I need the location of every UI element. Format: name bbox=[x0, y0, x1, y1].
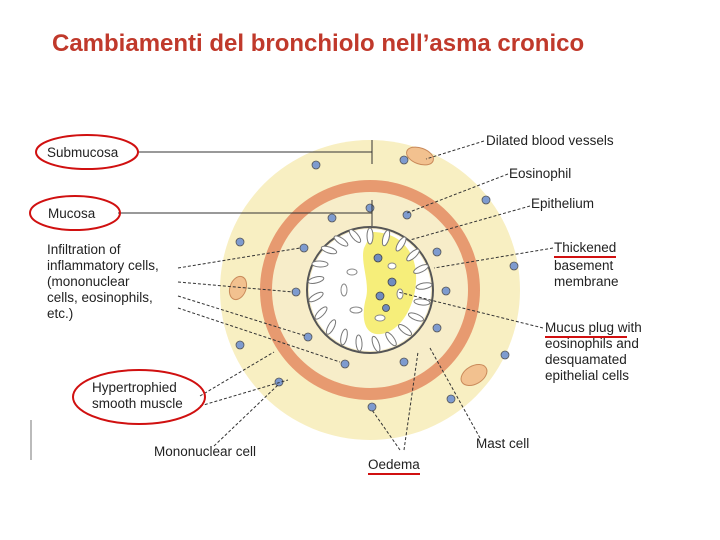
label-mucus-1: Mucus plug with bbox=[545, 320, 642, 336]
left-edge-bar bbox=[30, 420, 32, 460]
label-mucus-3: desquamated bbox=[545, 352, 627, 368]
label-mucus-2: eosinophils and bbox=[545, 336, 639, 352]
label-eosinophil: Eosinophil bbox=[509, 166, 571, 182]
label-oedema: Oedema bbox=[368, 457, 420, 475]
label-hypertrophied-1: Hypertrophied bbox=[92, 380, 177, 396]
label-infiltration-2: inflammatory cells, bbox=[47, 258, 159, 274]
mucus-plug-underline bbox=[545, 336, 627, 338]
label-thickened-2: basement bbox=[554, 258, 613, 274]
label-epithelium: Epithelium bbox=[531, 196, 594, 212]
label-mast-cell: Mast cell bbox=[476, 436, 529, 452]
label-mucosa: Mucosa bbox=[48, 206, 95, 222]
label-thickened-1: Thickened bbox=[554, 240, 616, 258]
label-infiltration-3: (mononuclear bbox=[47, 274, 130, 290]
label-hypertrophied-2: smooth muscle bbox=[92, 396, 183, 412]
label-infiltration-5: etc.) bbox=[47, 306, 73, 322]
label-mucus-4: epithelial cells bbox=[545, 368, 629, 384]
label-infiltration-4: cells, eosinophils, bbox=[47, 290, 153, 306]
label-mononuclear-cell: Mononuclear cell bbox=[154, 444, 256, 460]
label-submucosa: Submucosa bbox=[47, 145, 118, 161]
label-infiltration-1: Infiltration of bbox=[47, 242, 121, 258]
label-dilated-blood-vessels: Dilated blood vessels bbox=[486, 133, 614, 149]
label-thickened-3: membrane bbox=[554, 274, 619, 290]
